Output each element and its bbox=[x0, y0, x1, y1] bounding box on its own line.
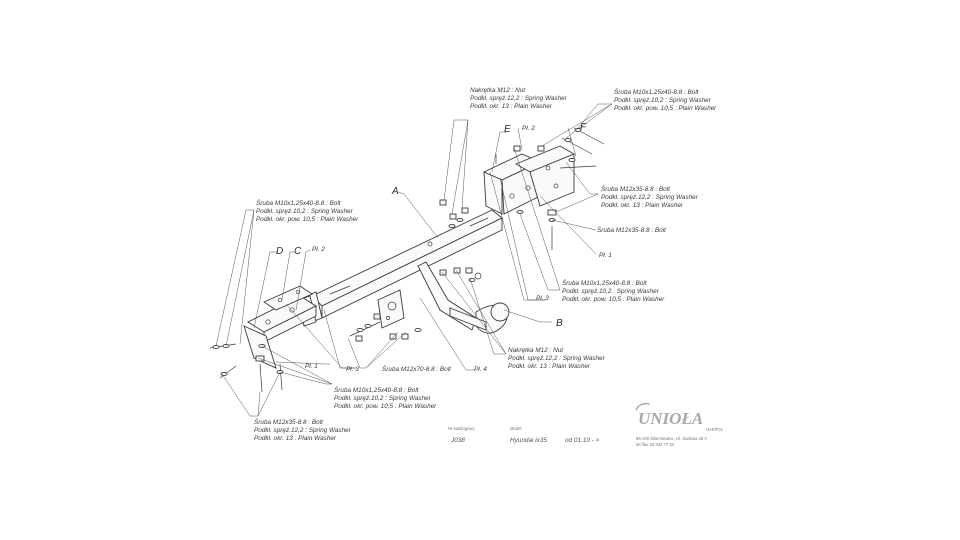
callout-line: Śruba M10x1,25x40-8.8 : Bolt bbox=[614, 87, 699, 96]
brand-sub: HAKPOL bbox=[706, 427, 724, 432]
callout-line: Podkł. okr. pow. 10,5 : Plain Washer bbox=[334, 403, 437, 410]
leader-lines bbox=[215, 103, 613, 417]
label-pl2-left: Pł. 2 bbox=[312, 246, 325, 253]
tow-ball-mount-b bbox=[417, 261, 510, 334]
left-plate-c bbox=[263, 285, 313, 311]
right-plate-f bbox=[514, 145, 576, 207]
callout-line: Podkł. okr. 13 : Plain Washer bbox=[254, 435, 337, 442]
label-pl3-left: Pł. 3 bbox=[346, 366, 359, 373]
socket-plate bbox=[377, 289, 405, 329]
callout-line: Nakrętka M12 : Nut bbox=[508, 347, 563, 354]
label-pl3-right: Pł. 3 bbox=[536, 295, 549, 302]
callout-line: Podkł. spręż.12,2 : Spring Washer bbox=[508, 355, 606, 362]
brand-logo: UNIOŁA HAKPOL 96-100 Skierniewice, Ul. S… bbox=[635, 402, 724, 447]
callout-top-nut: Nakrętka M12 : Nut Podkł. spręż.12,2 : S… bbox=[470, 87, 568, 110]
callout-line: Podkł. spręż.12,2 : Spring Washer bbox=[254, 427, 352, 434]
callout-left-bolt: Śruba M10x1,25x40-8.8 : Bolt Podkł. sprę… bbox=[256, 198, 359, 223]
callout-right-bolt-m12: Śruba M12x35-8.8 : Bolt Podkł. spręż.12,… bbox=[601, 184, 699, 209]
label-pl2-top: Pł. 2 bbox=[522, 125, 535, 132]
label-c: C bbox=[294, 246, 302, 257]
label-f: F bbox=[580, 122, 587, 133]
catalog-number: J038 bbox=[450, 437, 465, 444]
label-b: B bbox=[556, 318, 563, 329]
callout-bottom-left-bolt: Śruba M12x35-8.8 : Bolt Podkł. spręż.12,… bbox=[254, 417, 352, 442]
callout-line: Podkł. spręż.12,2 : Spring Washer bbox=[601, 194, 699, 201]
model-years: od 01.10 - > bbox=[565, 437, 600, 444]
callout-line: Podkł. okr. 13 : Plain Washer bbox=[470, 103, 553, 110]
label-e: E bbox=[504, 124, 511, 135]
callout-line: Podkł. spręż.10,2 : Spring Washer bbox=[256, 208, 354, 215]
brand-phone: tel./fax 46 833 77 34 bbox=[636, 442, 675, 447]
callout-line: Śruba M10x1,25x40-8.8 : Bolt bbox=[562, 278, 647, 287]
callout-line: Podkł. okr. pow. 10,5 : Plain Washer bbox=[256, 216, 359, 223]
callout-top-right-bolt: Śruba M10x1,25x40-8.8 : Bolt Podkł. sprę… bbox=[614, 87, 717, 112]
label-d: D bbox=[276, 246, 283, 257]
callout-line: Śruba M10x1,25x40-8.8 : Bolt bbox=[256, 198, 341, 207]
callout-line: Podkł. spręż.10,2 : Spring Washer bbox=[334, 395, 432, 402]
callout-line: Podkł. okr. pow. 10,5 : Plain Washer bbox=[614, 105, 717, 112]
callout-line: Nakrętka M12 : Nut bbox=[470, 87, 525, 94]
brand-name: UNIOŁA bbox=[638, 409, 703, 428]
callout-line: Podkł. spręż.10,2 : Spring Washer bbox=[614, 97, 712, 104]
callout-line: Podkł. spręż.10,2 : Spring Washer bbox=[562, 288, 660, 295]
callout-line: Podkł. okr. pow. 10,5 : Plain Washer bbox=[562, 296, 665, 303]
callout-line: Podkł. spręż.12,2 : Spring Washer bbox=[470, 95, 568, 102]
title-block: Nr katalogowy J038 Model Hyundai ix35 od… bbox=[448, 426, 600, 444]
model-name: Hyundai ix35 bbox=[510, 437, 547, 444]
label-pl4: Pł. 4 bbox=[474, 366, 487, 373]
callout-line: Śruba M12x35-8.8 : Bolt bbox=[254, 417, 323, 426]
callout-line: Śruba M10x1,25x40-8.8 : Bolt bbox=[334, 385, 419, 394]
label-pl1-right: Pł. 1 bbox=[599, 252, 612, 259]
callout-line: Podkł. okr. 13 : Plain Washer bbox=[601, 202, 684, 209]
callout-bottom-mid-bolt: Śruba M10x1,25x40-8.8 : Bolt Podkł. sprę… bbox=[334, 385, 437, 410]
model-label: Model bbox=[510, 426, 521, 431]
brand-address: 96-100 Skierniewice, Ul. Sadowa 28 A bbox=[636, 436, 707, 441]
callout-bottom-nut: Nakrętka M12 : Nut Podkł. spręż.12,2 : S… bbox=[508, 347, 606, 370]
callout-line: Śruba M12x35-8.8 : Bolt bbox=[601, 184, 670, 193]
callout-right-bolt-single: Śruba M12x35-8.8 : Bolt bbox=[597, 225, 666, 234]
label-a: A bbox=[391, 186, 399, 197]
label-pl1-left: Pł. 1 bbox=[305, 363, 318, 370]
callout-center-bolt: Śruba M12x70-8.8 : Bolt bbox=[382, 364, 451, 373]
callout-line: Podkł. okr. 13 : Plain Washer bbox=[508, 363, 591, 370]
catalog-label: Nr katalogowy bbox=[448, 426, 475, 431]
callout-right-mid-bolt: Śruba M10x1,25x40-8.8 : Bolt Podkł. sprę… bbox=[562, 278, 665, 303]
